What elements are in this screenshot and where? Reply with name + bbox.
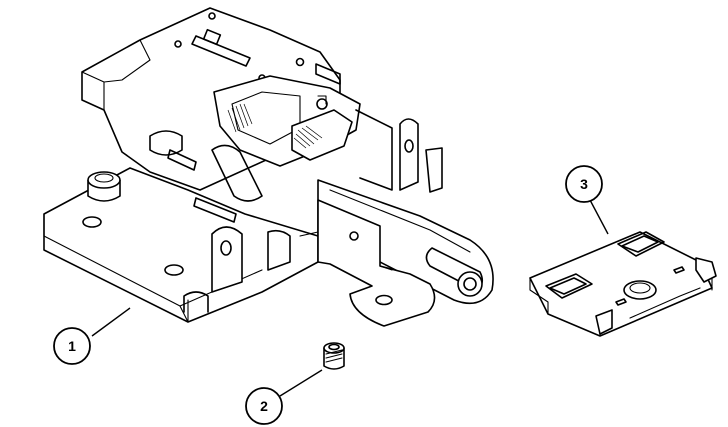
callout-1: 1	[53, 307, 131, 365]
spring-coil-icon	[227, 103, 253, 133]
callout-2-label: 2	[260, 398, 268, 414]
latch-assembly-part	[43, 7, 494, 327]
screw-part	[323, 342, 345, 370]
callout-2: 2	[245, 369, 323, 425]
cover-plate-part	[529, 231, 717, 337]
pawl-hatch-icon	[293, 125, 323, 149]
callout-3-label: 3	[580, 176, 588, 192]
callout-3: 3	[565, 165, 609, 235]
callout-1-label: 1	[68, 338, 76, 354]
